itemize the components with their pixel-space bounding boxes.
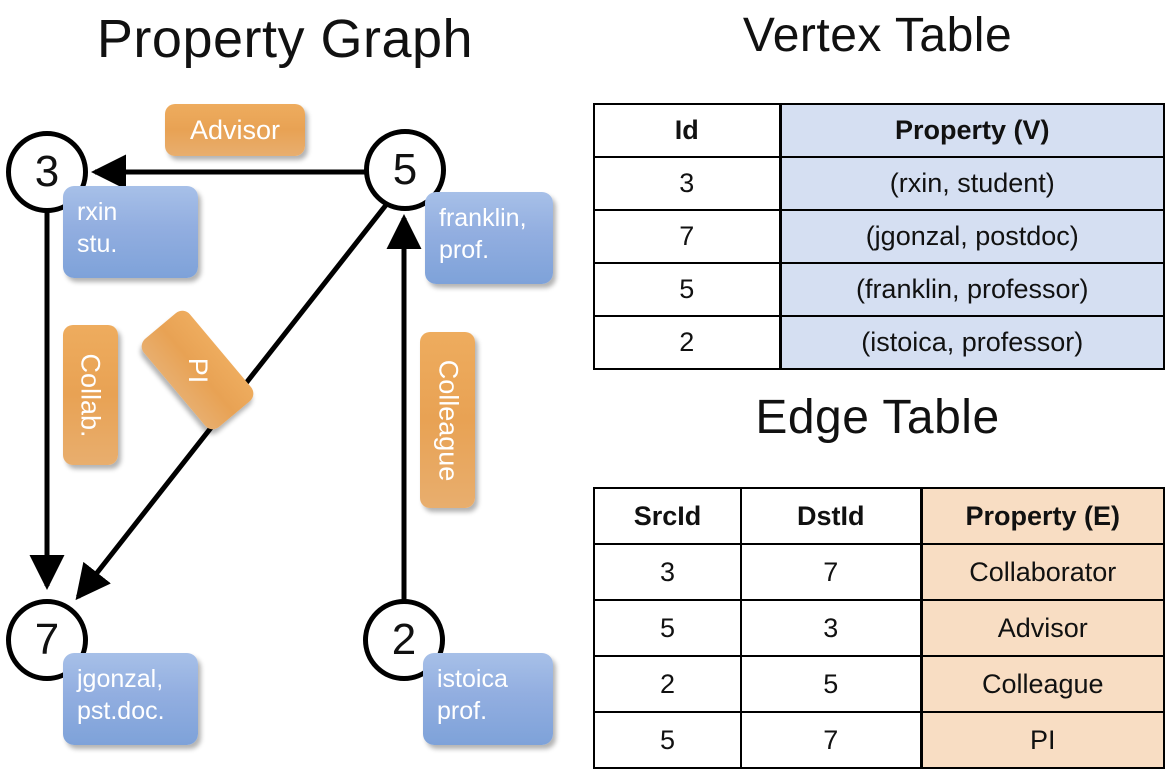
vertex-property-box-3[interactable]: rxin stu. bbox=[63, 186, 198, 278]
vertex-row-3-property: (istoica, professor) bbox=[778, 315, 1165, 370]
section-title-vertex-table: Vertex Table bbox=[742, 9, 1013, 62]
vertex-row-1-property: (jgonzal, postdoc) bbox=[778, 209, 1165, 264]
vertex-2-role: prof. bbox=[437, 697, 488, 725]
graph-node-7-id: 7 bbox=[34, 615, 60, 664]
table-row: 2 5 Colleague bbox=[593, 655, 1165, 713]
vertex-row-2-id: 5 bbox=[593, 262, 781, 317]
vertex-row-3-id: 2 bbox=[593, 315, 781, 370]
table-row: 5 3 Advisor bbox=[593, 599, 1165, 657]
edge-table-header-property: Property (E) bbox=[919, 487, 1165, 545]
edge-label-collab-text: Collab. bbox=[76, 352, 107, 438]
vertex-5-name: franklin, bbox=[439, 204, 527, 232]
table-row: 5 (franklin, professor) bbox=[593, 262, 1165, 317]
vertex-row-0-property: (rxin, student) bbox=[778, 156, 1165, 211]
edge-row-2-srcid: 2 bbox=[593, 655, 742, 713]
edge-label-pi-text: PI bbox=[182, 357, 213, 383]
vertex-table-header-id: Id bbox=[593, 103, 781, 158]
vertex-row-1-id: 7 bbox=[593, 209, 781, 264]
vertex-table-header-row: Id Property (V) bbox=[593, 103, 1165, 158]
edge-row-1-property: Advisor bbox=[919, 599, 1165, 657]
edge-row-2-property: Colleague bbox=[919, 655, 1165, 713]
vertex-7-name: jgonzal, bbox=[77, 665, 164, 693]
edge-row-0-dstid: 7 bbox=[740, 543, 922, 601]
table-row: 3 (rxin, student) bbox=[593, 156, 1165, 211]
edge-label-advisor[interactable]: Advisor bbox=[165, 104, 305, 156]
graph-node-2[interactable]: 2 bbox=[363, 599, 445, 681]
edge-table-header-srcid: SrcId bbox=[593, 487, 742, 545]
table-row: 2 (istoica, professor) bbox=[593, 315, 1165, 370]
edge-row-3-srcid: 5 bbox=[593, 711, 742, 769]
graph-node-5[interactable]: 5 bbox=[364, 129, 446, 211]
vertex-2-name: istoica bbox=[437, 665, 508, 693]
graph-node-3-id: 3 bbox=[34, 147, 60, 196]
vertex-table-header-property: Property (V) bbox=[778, 103, 1165, 158]
vertex-3-name: rxin bbox=[77, 198, 118, 226]
vertex-3-role: stu. bbox=[77, 230, 118, 258]
vertex-property-box-2[interactable]: istoica prof. bbox=[423, 653, 553, 745]
edge-table-header-dstid: DstId bbox=[740, 487, 922, 545]
table-row: 5 7 PI bbox=[593, 711, 1165, 769]
edge-label-colleague-text: Colleague bbox=[433, 359, 463, 481]
vertex-property-box-5[interactable]: franklin, prof. bbox=[425, 192, 553, 284]
edge-table: SrcId DstId Property (E) 3 7 Collaborato… bbox=[593, 487, 1165, 769]
vertex-table: Id Property (V) 3 (rxin, student) 7 (jgo… bbox=[593, 103, 1165, 370]
vertex-5-role: prof. bbox=[439, 236, 490, 264]
graph-node-5-id: 5 bbox=[392, 145, 418, 194]
table-row: 3 7 Collaborator bbox=[593, 543, 1165, 601]
vertex-row-2-property: (franklin, professor) bbox=[778, 262, 1165, 317]
graph-node-2-id: 2 bbox=[391, 615, 417, 664]
section-title-edge-table: Edge Table bbox=[755, 391, 1000, 444]
edge-row-3-dstid: 7 bbox=[740, 711, 922, 769]
vertex-property-box-7[interactable]: jgonzal, pst.doc. bbox=[63, 653, 198, 745]
edge-row-2-dstid: 5 bbox=[740, 655, 922, 713]
edge-row-1-dstid: 3 bbox=[740, 599, 922, 657]
property-graph-diagram: Advisor Collab. PI Colleague rxin stu. f… bbox=[0, 0, 585, 760]
edge-row-1-srcid: 5 bbox=[593, 599, 742, 657]
vertex-row-0-id: 3 bbox=[593, 156, 781, 211]
edge-row-0-property: Collaborator bbox=[919, 543, 1165, 601]
table-row: 7 (jgonzal, postdoc) bbox=[593, 209, 1165, 264]
vertex-7-role: pst.doc. bbox=[77, 697, 165, 725]
page-title-property-graph: Property Graph bbox=[96, 9, 474, 69]
edge-row-0-srcid: 3 bbox=[593, 543, 742, 601]
edge-label-collab[interactable]: Collab. bbox=[63, 325, 118, 465]
edge-label-advisor-text: Advisor bbox=[189, 114, 281, 145]
edge-table-header-row: SrcId DstId Property (E) bbox=[593, 487, 1165, 545]
edge-label-colleague[interactable]: Colleague bbox=[420, 332, 475, 508]
